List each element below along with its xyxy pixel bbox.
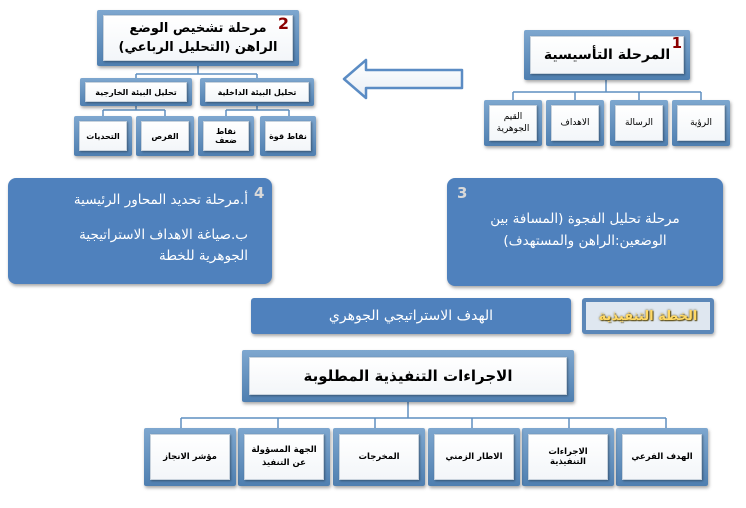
stage2-external-box: تحليل البيئة الخارجية — [80, 78, 192, 106]
action-sub-goal-box: الهدف الفرعي — [616, 428, 708, 486]
action-responsible-box: الجهة المسؤولة عن التنفيذ — [238, 428, 330, 486]
actions-title: الاجراءات التنفيذية المطلوبة — [249, 357, 567, 395]
action-timeframe-label: الاطار الزمني — [434, 434, 514, 480]
stage1-child-goals-label: الاهداف — [551, 105, 599, 141]
stage3-number: 3 — [457, 184, 468, 202]
stage2-threats-box: التحديات — [74, 116, 132, 156]
stage3-box: 3 مرحلة تحليل الفجوة (المسافة بين الوضعي… — [447, 178, 723, 286]
stage2-strengths-box: نقاط قوة — [260, 116, 316, 156]
stage4-number: 4 — [254, 184, 265, 202]
left-arrow-icon — [342, 58, 464, 100]
stage1-child-goals: الاهداف — [546, 100, 604, 146]
action-indicator-label: مؤشر الانجاز — [150, 434, 230, 480]
stage1-child-mission: الرسالة — [610, 100, 668, 146]
action-procedures-label: الاجراءات التنفيذية — [528, 434, 608, 480]
stage1-child-mission-label: الرسالة — [615, 105, 663, 141]
action-timeframe-box: الاطار الزمني — [428, 428, 520, 486]
action-responsible-label: الجهة المسؤولة عن التنفيذ — [244, 434, 324, 480]
stage1-child-values-label: القيم الجوهرية — [489, 105, 537, 141]
stage2-title-line2: الراهن (التحليل الرباعي) — [118, 40, 278, 55]
stage1-title: المرحلة التأسيسية — [543, 47, 671, 63]
stage4-line2: ب.صياغة الاهداف الاستراتيجية — [79, 227, 248, 243]
stage2-internal-label: تحليل البيئة الداخلية — [205, 82, 309, 102]
stage2-threats-label: التحديات — [79, 121, 127, 151]
plan-label-box: الخطة التنفيذية — [582, 298, 714, 334]
action-indicator-box: مؤشر الانجاز — [144, 428, 236, 486]
action-sub-goal-label: الهدف الفرعي — [622, 434, 702, 480]
actions-box: الاجراءات التنفيذية المطلوبة — [242, 350, 574, 402]
stage1-panel: المرحلة التأسيسية — [530, 36, 684, 74]
action-procedures-box: الاجراءات التنفيذية — [522, 428, 614, 486]
stage1-box: المرحلة التأسيسية 1 — [524, 30, 690, 80]
stage2-number: 2 — [277, 14, 289, 33]
stage2-strengths-label: نقاط قوة — [265, 121, 311, 151]
stage2-weaknesses-box: نقاط ضعف — [198, 116, 254, 156]
stage4-line1: أ.مرحلة تحديد المحاور الرئيسية — [73, 192, 248, 208]
stage2-panel: مرحلة تشخيص الوضع الراهن (التحليل الرباع… — [103, 15, 293, 61]
stage2-external-label: تحليل البيئة الخارجية — [85, 82, 187, 102]
core-goal-box: الهدف الاستراتيجي الجوهري — [251, 298, 571, 334]
stage2-internal-box: تحليل البيئة الداخلية — [200, 78, 314, 106]
stage2-box: مرحلة تشخيص الوضع الراهن (التحليل الرباع… — [97, 10, 299, 66]
stage1-child-vision-label: الرؤية — [677, 105, 725, 141]
core-goal-label: الهدف الاستراتيجي الجوهري — [328, 308, 494, 324]
stage2-opportunities-label: الفرص — [141, 121, 189, 151]
action-outputs-box: المخرجات — [333, 428, 425, 486]
stage2-weaknesses-label: نقاط ضعف — [203, 121, 249, 151]
stage1-number: 1 — [671, 34, 682, 52]
stage1-child-vision: الرؤية — [672, 100, 730, 146]
stage1-child-values: القيم الجوهرية — [484, 100, 542, 146]
plan-label: الخطة التنفيذية — [598, 308, 698, 324]
action-outputs-label: المخرجات — [339, 434, 419, 480]
stage3-line2: الوضعين:الراهن والمستهدف) — [503, 233, 667, 249]
stage4-line3: الجوهرية للخطة — [158, 248, 248, 264]
stage4-box: 4 أ.مرحلة تحديد المحاور الرئيسية ب.صياغة… — [8, 178, 272, 284]
stage2-title-line1: مرحلة تشخيص الوضع — [129, 21, 267, 36]
stage3-line1: مرحلة تحليل الفجوة (المسافة بين — [490, 211, 680, 227]
stage2-opportunities-box: الفرص — [136, 116, 194, 156]
